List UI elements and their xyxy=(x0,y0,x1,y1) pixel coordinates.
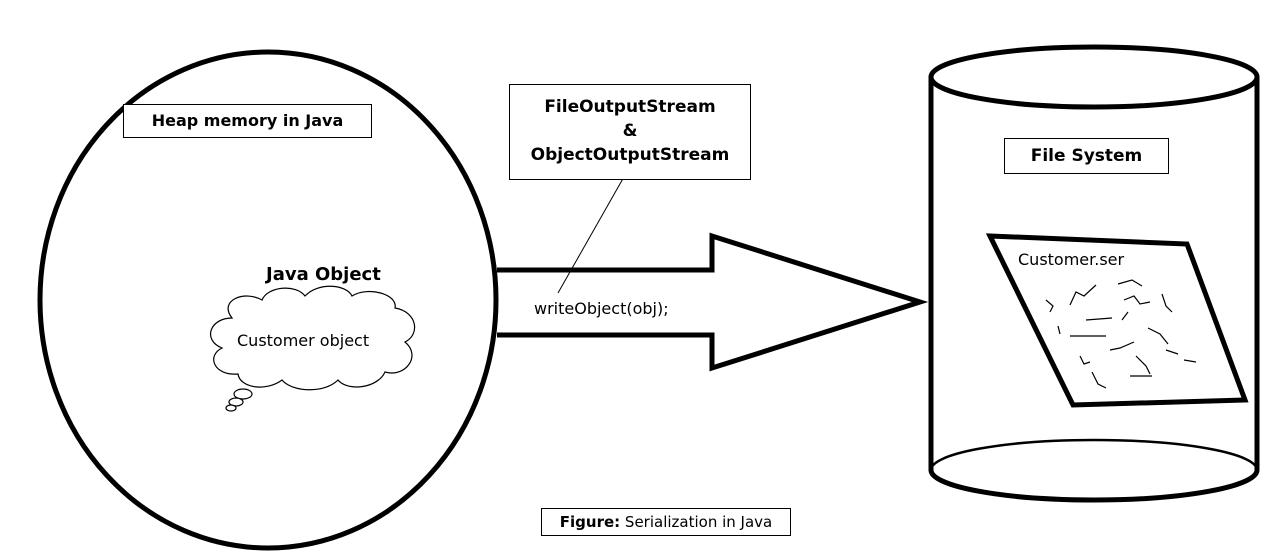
java-object-label: Java Object xyxy=(266,264,381,285)
caption-prefix: Figure: xyxy=(559,513,621,531)
heap-memory-label: Heap memory in Java xyxy=(123,104,372,138)
file-system-cylinder xyxy=(928,44,1260,503)
streams-box: FileOutputStream & ObjectOutputStream xyxy=(509,84,751,180)
pointer-line xyxy=(557,167,630,294)
heap-memory-ellipse xyxy=(37,49,499,551)
file-scribbles xyxy=(1045,279,1197,389)
file-system-label: File System xyxy=(1004,138,1169,174)
object-output-stream-label: ObjectOutputStream xyxy=(530,145,730,165)
customer-object-cloud xyxy=(210,285,416,412)
serialization-arrow xyxy=(497,232,929,372)
figure-caption: Figure: Serialization in Java xyxy=(541,508,791,536)
customer-ser-label: Customer.ser xyxy=(1018,250,1125,269)
customer-ser-file xyxy=(985,233,1249,408)
file-output-stream-label: FileOutputStream xyxy=(544,97,716,117)
caption-text: Serialization in Java xyxy=(624,513,773,531)
write-object-label: writeObject(obj); xyxy=(534,299,669,318)
customer-object-label: Customer object xyxy=(237,331,370,350)
ampersand-label: & xyxy=(622,121,638,141)
